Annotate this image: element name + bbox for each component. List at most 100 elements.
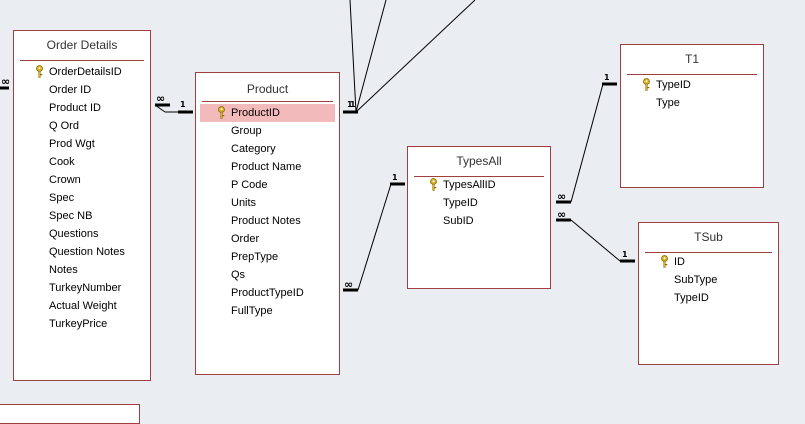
field-name: FullType <box>231 305 273 317</box>
field-name: Category <box>231 143 276 155</box>
relationship-line <box>357 183 392 291</box>
divider <box>627 74 757 75</box>
field-item[interactable]: Qs <box>196 266 339 284</box>
primary-key-icon <box>430 178 437 191</box>
divider <box>202 101 333 102</box>
cardinality-label: ∞ <box>344 278 353 291</box>
field-item[interactable]: Order ID <box>14 81 150 99</box>
field-name: Spec NB <box>49 210 93 222</box>
field-list: ID SubType TypeID <box>639 253 778 307</box>
field-name: Type <box>656 97 680 109</box>
field-name: Questions <box>49 228 99 240</box>
field-item[interactable]: TurkeyNumber <box>14 279 150 297</box>
field-item[interactable]: FullType <box>196 302 339 320</box>
field-item[interactable]: Type <box>621 94 763 112</box>
field-item[interactable]: Notes <box>14 261 150 279</box>
table-title: Product <box>246 82 289 96</box>
field-item[interactable]: Units <box>196 194 339 212</box>
field-item[interactable]: Actual Weight <box>14 297 150 315</box>
relationship-lines: 1 1 1 ∞ ∞ 1 ∞ 1 ∞ 1 ∞ <box>0 0 635 292</box>
primary-key-icon <box>661 255 668 268</box>
table-title: TypesAll <box>456 154 502 168</box>
field-item[interactable]: PrepType <box>196 248 339 266</box>
field-name: OrderDetailsID <box>49 66 122 78</box>
field-name: PrepType <box>231 251 279 263</box>
field-item[interactable]: Product ID <box>14 99 150 117</box>
cardinality-label: 1 <box>622 250 628 259</box>
field-name: Group <box>231 125 262 137</box>
cardinality-label: 1 <box>350 100 356 109</box>
field-item[interactable]: P Code <box>196 176 339 194</box>
relationship-line <box>570 219 621 262</box>
field-item[interactable]: Question Notes <box>14 243 150 261</box>
field-item[interactable]: TypeID <box>408 194 550 212</box>
field-item[interactable]: Product Name <box>196 158 339 176</box>
table-order-details[interactable]: Order Details OrderDetailsID Order ID Pr… <box>13 30 151 381</box>
relationship-line <box>355 0 476 113</box>
field-item-selected[interactable]: ProductID <box>200 104 335 122</box>
field-name: P Code <box>231 179 268 191</box>
cardinality-label: 1 <box>347 100 353 109</box>
relationship-line <box>349 0 357 113</box>
field-item[interactable]: Spec <box>14 189 150 207</box>
field-item[interactable]: Cook <box>14 153 150 171</box>
field-item[interactable]: Q Ord <box>14 117 150 135</box>
field-name: Product ID <box>49 102 101 114</box>
table-tsub[interactable]: TSub ID SubType TypeID <box>638 222 779 365</box>
cardinality-label: ∞ <box>557 190 566 203</box>
field-item[interactable]: Product Notes <box>196 212 339 230</box>
table-title: TSub <box>694 230 723 244</box>
field-item[interactable]: Questions <box>14 225 150 243</box>
cardinality-label: ∞ <box>557 208 566 221</box>
field-item[interactable]: TypesAllID <box>408 176 550 194</box>
field-name: TurkeyNumber <box>49 282 122 294</box>
table-title: T1 <box>684 52 699 66</box>
cardinality-label: ∞ <box>156 92 165 105</box>
field-name: TypeID <box>674 292 709 304</box>
field-name: Prod Wgt <box>49 138 95 150</box>
field-name: TurkeyPrice <box>49 318 108 330</box>
field-name: ID <box>674 256 685 268</box>
field-item[interactable]: TypeID <box>621 76 763 94</box>
table-t1[interactable]: T1 TypeID Type <box>620 44 764 188</box>
table-title: Order Details <box>46 38 118 52</box>
field-list: OrderDetailsID Order ID Product ID Q Ord… <box>14 63 150 333</box>
field-item[interactable]: ProductTypeID <box>196 284 339 302</box>
field-name: SubType <box>674 274 718 286</box>
field-item[interactable]: Group <box>196 122 339 140</box>
field-name: TypesAllID <box>443 179 496 191</box>
divider <box>414 176 544 177</box>
field-name: TypeID <box>656 79 691 91</box>
divider <box>20 60 144 61</box>
relationship-line <box>355 0 387 113</box>
cardinality-label: 1 <box>604 73 610 82</box>
field-name: Units <box>231 197 257 209</box>
field-item[interactable]: TypeID <box>639 289 778 307</box>
cardinality-label: 1 <box>180 100 186 109</box>
table-product[interactable]: Product ProductID Group Category Product… <box>195 72 340 375</box>
field-name: Qs <box>231 269 246 281</box>
table-types-all[interactable]: TypesAll TypesAllID TypeID SubID <box>407 146 551 289</box>
field-item[interactable]: ID <box>639 253 778 271</box>
field-item[interactable]: Spec NB <box>14 207 150 225</box>
field-item[interactable]: Order <box>196 230 339 248</box>
field-item[interactable]: Prod Wgt <box>14 135 150 153</box>
field-item[interactable]: OrderDetailsID <box>14 63 150 81</box>
field-name: Cook <box>49 156 75 168</box>
field-name: ProductTypeID <box>231 287 304 299</box>
field-list: ProductID Group Category Product Name P … <box>196 104 339 320</box>
field-item[interactable]: Category <box>196 140 339 158</box>
field-item[interactable]: SubID <box>408 212 550 230</box>
field-item[interactable]: SubType <box>639 271 778 289</box>
field-name: Product Name <box>231 161 302 173</box>
field-item[interactable]: TurkeyPrice <box>14 315 150 333</box>
field-item[interactable]: Crown <box>14 171 150 189</box>
table-partial[interactable] <box>0 404 140 424</box>
cardinality-label: ∞ <box>1 75 10 88</box>
field-list: TypeID Type <box>621 76 763 112</box>
field-name: ProductID <box>231 107 280 119</box>
field-name: Q Ord <box>49 120 79 132</box>
field-name: SubID <box>443 215 474 227</box>
divider <box>645 252 772 253</box>
